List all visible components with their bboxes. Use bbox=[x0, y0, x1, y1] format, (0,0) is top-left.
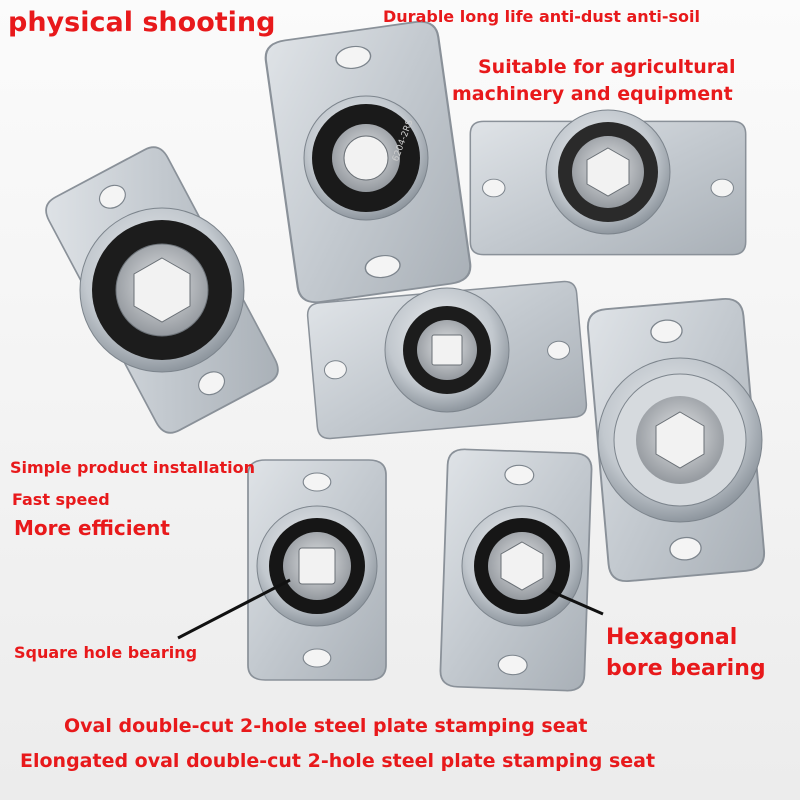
top-middle-bearing bbox=[303, 95, 429, 221]
oval-seat-caption: Oval double-cut 2-hole steel plate stamp… bbox=[64, 715, 588, 737]
hexagonal-bore-bearing bbox=[461, 505, 583, 627]
suitable-caption-line1: Suitable for agricultural bbox=[478, 56, 736, 78]
top-right-bearing bbox=[545, 109, 671, 235]
left-large-bearing bbox=[79, 207, 245, 373]
square-hole-pointer-arrow bbox=[177, 578, 291, 640]
elongated-seat-caption: Elongated oval double-cut 2-hole steel p… bbox=[20, 750, 656, 772]
hexagonal-caption-line2: bore bearing bbox=[606, 656, 766, 681]
fast-speed-caption: Fast speed bbox=[12, 490, 110, 509]
title-caption: physical shooting bbox=[8, 7, 276, 38]
right-elongated-bearing bbox=[597, 357, 763, 523]
square-hole-caption: Square hole bearing bbox=[14, 643, 198, 662]
durable-caption: Durable long life anti-dust anti-soil bbox=[383, 7, 700, 26]
more-efficient-caption: More efficient bbox=[14, 516, 170, 540]
suitable-caption-line2: machinery and equipment bbox=[452, 83, 733, 105]
simple-install-caption: Simple product installation bbox=[10, 458, 256, 477]
hexagonal-caption-line1: Hexagonal bbox=[606, 625, 738, 650]
hexagonal-bore-pointer-arrow bbox=[547, 588, 604, 616]
center-bearing bbox=[384, 287, 510, 413]
square-hole-bearing bbox=[256, 505, 378, 627]
